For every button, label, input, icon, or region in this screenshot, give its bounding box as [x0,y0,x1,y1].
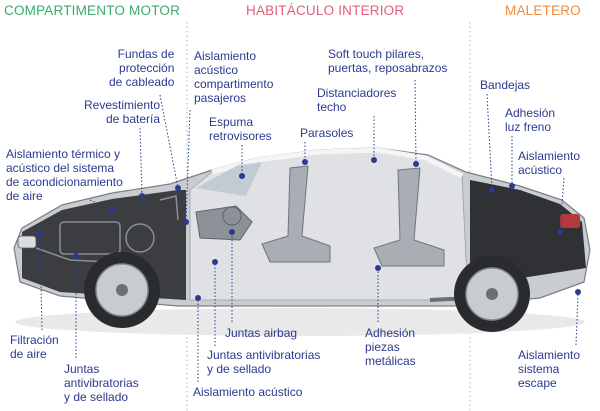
front-wheel [84,252,160,328]
section-header-trunk: MALETERO [505,3,581,18]
leader-dot-adhesion-metalicas [375,265,381,271]
leader-dot-aislamiento-escape [575,289,581,295]
leader-dot-espuma [239,173,245,179]
label-juntas-antivibratorias-motor: Juntas antivibratorias y de sellado [64,362,139,404]
section-header-motor: COMPARTIMENTO MOTOR [4,3,181,18]
label-adhesion-piezas-metalicas: Adhesión piezas metálicas [365,326,416,368]
label-fundas-cableado: Fundas de protección de cableado [109,47,175,89]
label-filtracion-aire: Filtración de aire [10,333,59,361]
windshield [196,162,262,196]
leader-dot-juntas-antivib-1 [73,253,79,259]
leader-line-revestimiento [139,127,143,197]
section-header-interior: HABITÁCULO INTERIOR [246,3,405,18]
leader-dot-aislamiento-termico [109,207,115,213]
label-aislamiento-acustico-interior: Aislamiento acústico [193,385,303,399]
leader-dot-juntas-airbag [229,229,235,235]
headlight [17,235,37,249]
leader-dot-bandejas [489,187,495,193]
label-bandejas: Bandejas [480,78,531,92]
leader-dot-fundas [175,185,181,191]
dashboard [195,205,253,241]
leader-line-bandejas [486,93,493,191]
car-shadow [15,308,585,336]
roof-line [211,147,464,179]
label-juntas-antivibratorias-interior: Juntas antivibratorias y de sellado [207,348,321,376]
label-parasoles: Parasoles [300,126,354,140]
label-distanciadores-techo: Distanciadores techo [317,86,397,114]
leader-dot-aislamiento-acustico-maletero [557,229,563,235]
label-aislamiento-termico: Aislamiento térmico y acústico del siste… [6,147,123,203]
leader-dot-parasoles [302,159,308,165]
leader-line-aislamiento-pasajeros [185,109,191,223]
leader-lines [37,79,581,382]
leader-dot-revestimiento [139,193,145,199]
label-aislamiento-acustico-maletero: Aislamiento acústico [518,149,581,177]
leader-dot-adhesion-luz [509,183,515,189]
label-adhesion-luz-freno: Adhesión luz freno [505,106,556,134]
leader-dot-aislamiento-pasajeros [183,219,189,225]
label-aislamiento-pasajeros: Aislamiento acústico compartimento pasaj… [194,49,274,105]
leader-line-aislamiento-termico [89,199,113,211]
label-espuma-retrovisores: Espuma retrovisores [209,115,272,143]
label-juntas-airbag: Juntas airbag [225,326,298,340]
leader-line-soft-touch [414,79,417,165]
label-soft-touch: Soft touch pilares, puertas, reposabrazo… [328,47,448,75]
leader-line-fundas [159,94,179,189]
rear-wheel [454,256,530,332]
leader-dot-aislamiento-acustico-bajo [195,295,201,301]
label-aislamiento-escape: Aislamiento sistema escape [518,348,581,390]
leader-dot-filtracion [37,231,43,237]
leader-dot-juntas-antivib-2 [212,259,218,265]
leader-dot-soft-touch [413,161,419,167]
label-revestimiento-bateria: Revestimiento de batería [84,98,161,126]
leader-line-aislamiento-escape [575,291,579,346]
tail-light [560,214,580,228]
leader-dot-distanciadores [371,157,377,163]
seats [261,165,445,267]
